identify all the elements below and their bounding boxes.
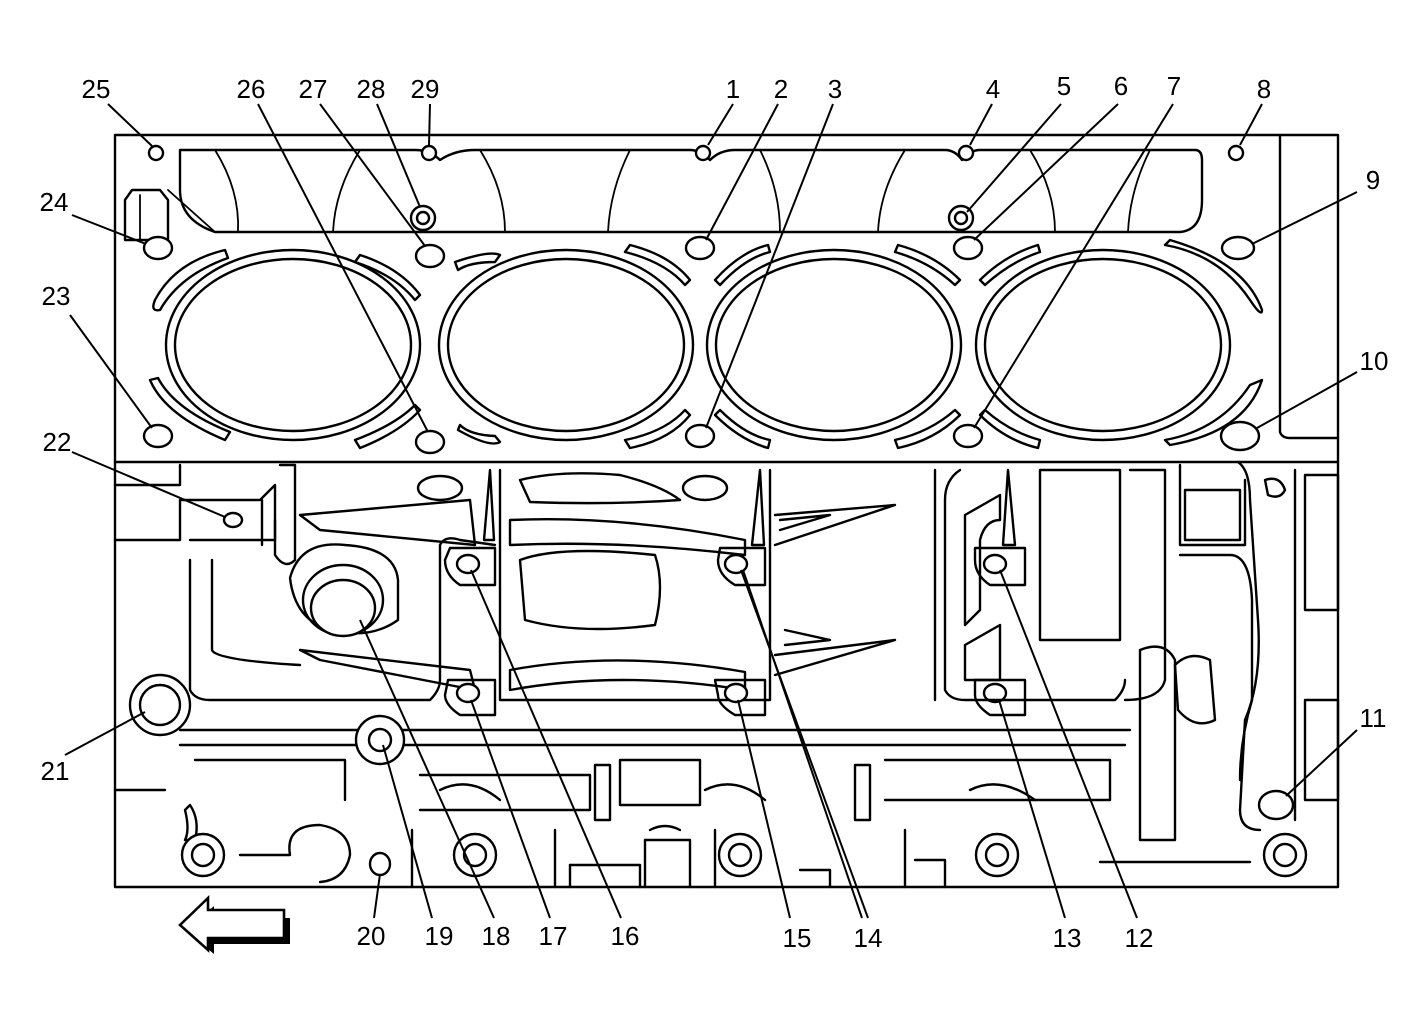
callout-12: 12	[1125, 923, 1154, 953]
callout-5: 5	[1057, 71, 1071, 101]
callout-11: 11	[1360, 703, 1387, 733]
callout-26: 26	[237, 74, 266, 104]
callout-2: 2	[774, 74, 788, 104]
cylinder-bores	[164, 248, 1232, 442]
bearing-cap-bolts	[443, 546, 1027, 717]
callout-4: 4	[986, 74, 1000, 104]
callout-13: 13	[1053, 923, 1082, 953]
callout-18: 18	[482, 921, 511, 951]
callout-22: 22	[43, 427, 72, 457]
deck-bolt-holes	[142, 144, 1261, 455]
callout-27: 27	[299, 74, 328, 104]
callout-15: 15	[783, 923, 812, 953]
callout-28: 28	[357, 74, 386, 104]
bottom-bosses	[180, 823, 1308, 889]
callout-29: 29	[411, 74, 440, 104]
callout-25: 25	[82, 74, 111, 104]
oil-plug-housing	[288, 543, 400, 638]
callout-19: 19	[425, 921, 454, 951]
callout-20: 20	[357, 921, 386, 951]
callout-1: 1	[726, 74, 740, 104]
crankcase-section	[113, 460, 1340, 889]
callout-labels: 1 2 3 4 5 6 7 8 9 10 11 12 13 14 15 16 1…	[40, 71, 1389, 953]
callout-21: 21	[41, 756, 70, 786]
front-direction-arrow	[178, 894, 290, 954]
callout-10: 10	[1360, 346, 1389, 376]
callout-23: 23	[42, 281, 71, 311]
callout-8: 8	[1257, 74, 1271, 104]
callout-6: 6	[1114, 71, 1128, 101]
callout-17: 17	[539, 921, 568, 951]
callout-24: 24	[40, 187, 69, 217]
callout-16: 16	[611, 921, 640, 951]
callout-7: 7	[1167, 71, 1181, 101]
deck-surface	[123, 144, 1264, 455]
coolant-slots	[148, 238, 1264, 450]
callout-14: 14	[854, 923, 883, 953]
block-outline	[113, 133, 1340, 889]
callout-9: 9	[1366, 165, 1380, 195]
callout-3: 3	[828, 74, 842, 104]
leader-lines	[64, 103, 1358, 919]
